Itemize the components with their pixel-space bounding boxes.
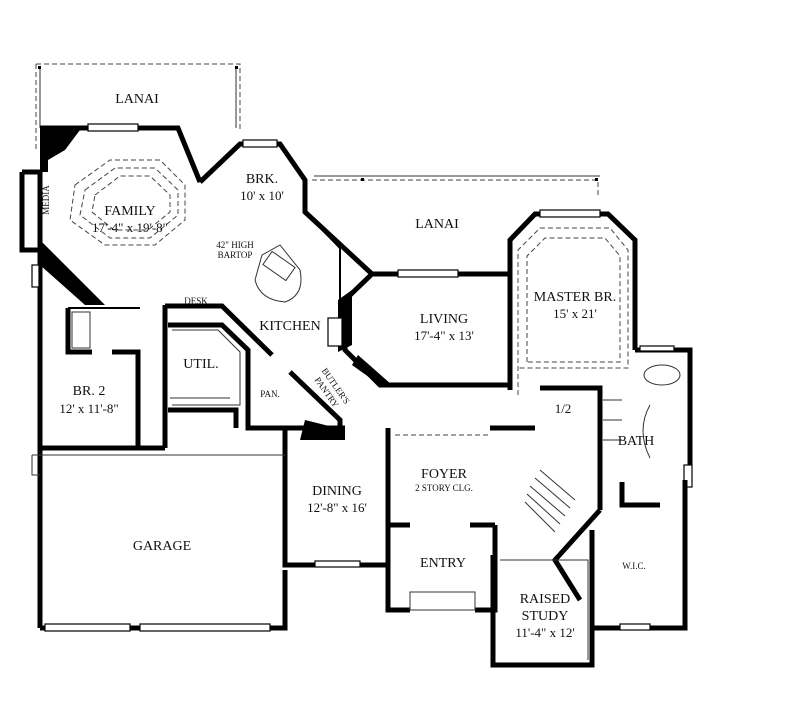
family-size: 17'-4" x 19'-8" [92,220,168,235]
lanai-right-label: LANAI [415,217,459,232]
study-label-2: STUDY [522,609,569,624]
pantry-label: PAN. [260,389,279,399]
br2-label: BR. 2 [73,384,106,399]
walls [19,123,693,668]
brk-label: BRK. [246,172,278,187]
media-label: MEDIA [41,185,51,215]
bartop-label-2: BARTOP [218,250,253,260]
room-labels: LANAI LANAI BRK. 10' x 10' FAMILY 17'-4"… [41,92,654,640]
wic-label: W.I.C. [622,561,645,571]
living-size: 17'-4" x 13' [414,328,474,343]
garage-label: GARAGE [133,539,191,554]
lanai-left-area [35,63,241,150]
foyer-label: FOYER [421,467,468,482]
br2-size: 12' x 11'-8" [59,401,118,416]
study-label-1: RAISED [520,592,571,607]
master-label: MASTER BR. [534,290,616,305]
brk-size: 10' x 10' [240,188,284,203]
lanai-right-area [312,175,600,198]
bath-label: BATH [618,434,655,449]
desk-label: DESK [184,296,208,306]
study-size: 11'-4" x 12' [515,625,574,640]
bartop-label-1: 42" HIGH [216,240,254,250]
half-bath-label: 1/2 [555,401,572,416]
entry-label: ENTRY [420,556,466,571]
living-label: LIVING [420,312,468,327]
foyer-note: 2 STORY CLG. [415,483,473,493]
dining-label: DINING [312,484,362,499]
family-label: FAMILY [104,204,155,219]
kitchen-label: KITCHEN [259,319,320,334]
master-size: 15' x 21' [553,306,597,321]
dining-size: 12'-8" x 16' [307,500,367,515]
lanai-left-label: LANAI [115,92,159,107]
util-label: UTIL. [183,357,218,372]
